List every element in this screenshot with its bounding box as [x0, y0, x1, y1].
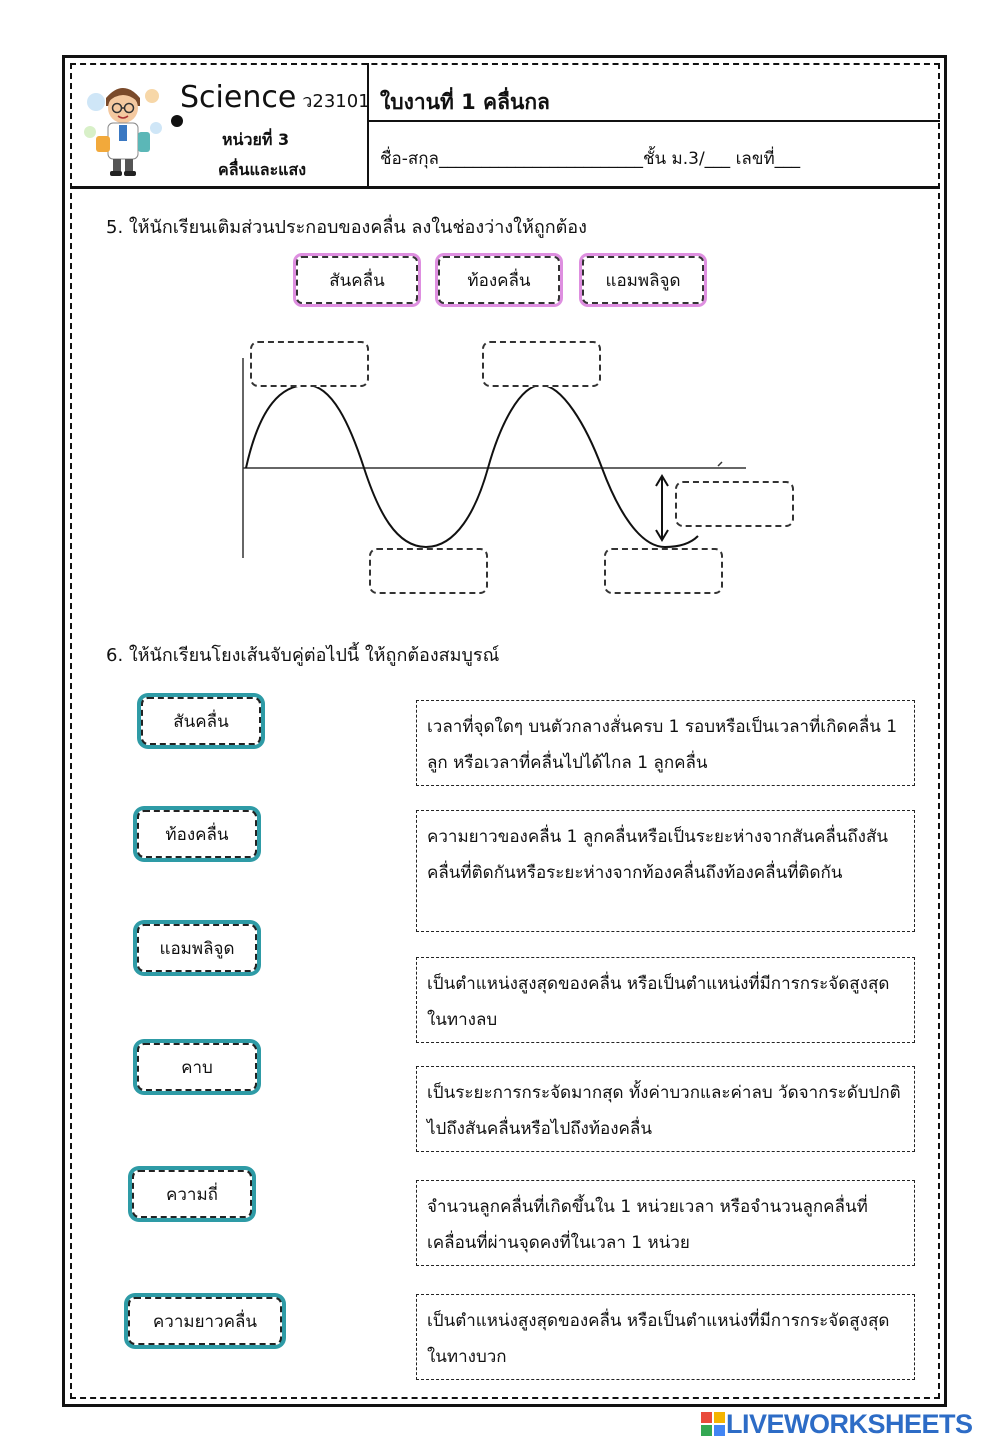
scientist-mascot-icon — [84, 88, 162, 176]
answer-box-crest-2[interactable] — [482, 341, 601, 387]
wave-curve — [245, 383, 699, 549]
answer-box-trough-1[interactable] — [369, 548, 488, 594]
word-bank-chip[interactable]: สันคลื่น — [296, 256, 418, 304]
header-divider-horizontal — [367, 120, 940, 122]
unit-number: หน่วยที่ 3 — [222, 130, 290, 149]
amplitude-arrow — [655, 474, 669, 542]
match-term[interactable]: แอมพลิจูด — [137, 924, 257, 972]
match-definition[interactable]: เป็นตำแหน่งสูงสุดของคลื่น หรือเป็นตำแหน่… — [416, 957, 915, 1043]
liveworksheets-logo-icon — [701, 1412, 725, 1436]
header-divider-bottom — [70, 186, 940, 189]
answer-box-amplitude[interactable] — [675, 481, 794, 527]
question-6-title: 6. ให้นักเรียนโยงเส้นจับคู่ต่อไปนี้ ให้ถ… — [106, 645, 500, 666]
answer-box-crest-1[interactable] — [250, 341, 369, 387]
unit-name: คลื่นและแสง — [218, 160, 307, 179]
word-bank-chip[interactable]: แอมพลิจูด — [582, 256, 704, 304]
match-term[interactable]: ความยาวคลื่น — [128, 1297, 282, 1345]
match-definition[interactable]: เป็นระยะการกระจัดมากสุด ทั้งค่าบวกและค่า… — [416, 1066, 915, 1152]
student-info-line: ชื่อ-สกุล________________________ชั้น ม.… — [380, 149, 801, 169]
match-term[interactable]: คาบ — [137, 1043, 257, 1091]
match-definition[interactable]: เวลาที่จุดใดๆ บนตัวกลางสั่นครบ 1 รอบหรือ… — [416, 700, 915, 786]
match-definition[interactable]: เป็นตำแหน่งสูงสุดของคลื่น หรือเป็นตำแหน่… — [416, 1294, 915, 1380]
liveworksheets-wordmark: LIVEWORKSHEETS — [726, 1408, 973, 1439]
wave-diagram — [242, 358, 746, 558]
answer-box-trough-2[interactable] — [604, 548, 723, 594]
header-divider-vertical — [367, 63, 369, 187]
word-bank-chip[interactable]: ท้องคลื่น — [438, 256, 560, 304]
course-code: ว23101 — [302, 91, 370, 112]
match-term[interactable]: ท้องคลื่น — [137, 810, 257, 858]
liveworksheets-logo: LIVEWORKSHEETS — [700, 1408, 973, 1440]
worksheet-inner-border — [70, 63, 940, 1399]
match-definition[interactable]: จำนวนลูกคลื่นที่เกิดขึ้นใน 1 หน่วยเวลา ห… — [416, 1180, 915, 1266]
match-term[interactable]: สันคลื่น — [141, 697, 261, 745]
worksheet-outer-border — [62, 55, 947, 1407]
question-5-title: 5. ให้นักเรียนเติมส่วนประกอบของคลื่น ลงใ… — [106, 217, 587, 238]
match-term[interactable]: ความถี่ — [132, 1170, 252, 1218]
worksheet-title: ใบงานที่ 1 คลื่นกล — [380, 90, 550, 114]
match-definition[interactable]: ความยาวของคลื่น 1 ลูกคลื่นหรือเป็นระยะห่… — [416, 810, 915, 932]
bullet-dot — [171, 115, 183, 127]
